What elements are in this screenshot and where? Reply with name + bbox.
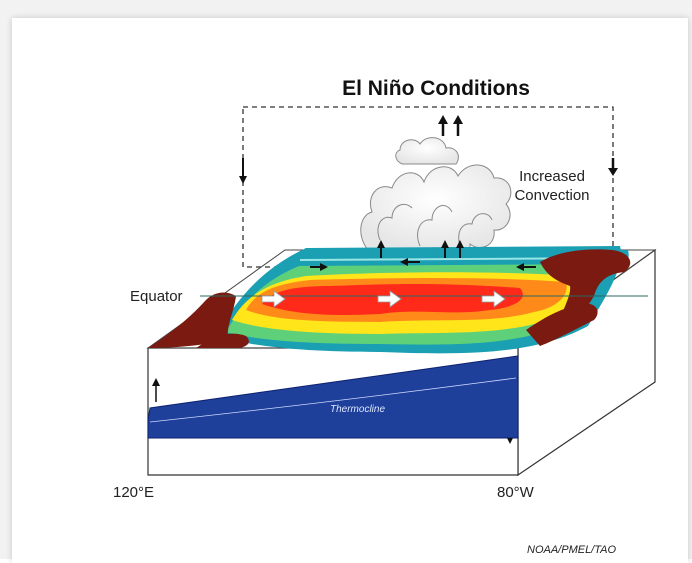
west-land-mass (148, 292, 236, 348)
arrow-up-icon (438, 115, 448, 136)
longitude-label-east: 80°W (497, 484, 535, 501)
arrow-up-icon (377, 240, 385, 258)
arrow-up-icon (441, 240, 449, 258)
credit-label: NOAA/PMEL/TAO (527, 544, 616, 556)
deep-ocean-layer (147, 355, 519, 439)
arrow-right-icon (377, 290, 402, 308)
arrow-up-icon (152, 378, 160, 402)
convection-label-line2: Convection (514, 187, 589, 204)
equator-label: Equator (130, 288, 183, 305)
arrow-down-icon (608, 158, 618, 176)
arrow-right-icon (481, 290, 506, 308)
thermocline-line (149, 377, 517, 423)
diagram-title: El Niño Conditions (342, 77, 530, 100)
arrow-left-icon (516, 263, 536, 271)
convection-label-line1: Increased (519, 168, 585, 185)
arrow-down-icon (239, 158, 247, 184)
arrow-up-icon (456, 240, 464, 258)
thermocline-label: Thermocline (330, 404, 385, 415)
east-land-mass (540, 249, 631, 332)
sea-surface-temperature (216, 246, 629, 354)
arrow-down-icon (507, 438, 513, 444)
west-land-mass-bottom (196, 333, 249, 348)
longitude-label-west: 120°E (113, 484, 154, 501)
arrow-left-icon (400, 258, 420, 266)
arrow-right-icon (310, 263, 328, 271)
arrow-right-icon (261, 290, 286, 308)
cloud-icon (360, 137, 512, 251)
arrow-up-icon (453, 115, 463, 136)
east-land-mass-lower (526, 303, 598, 346)
